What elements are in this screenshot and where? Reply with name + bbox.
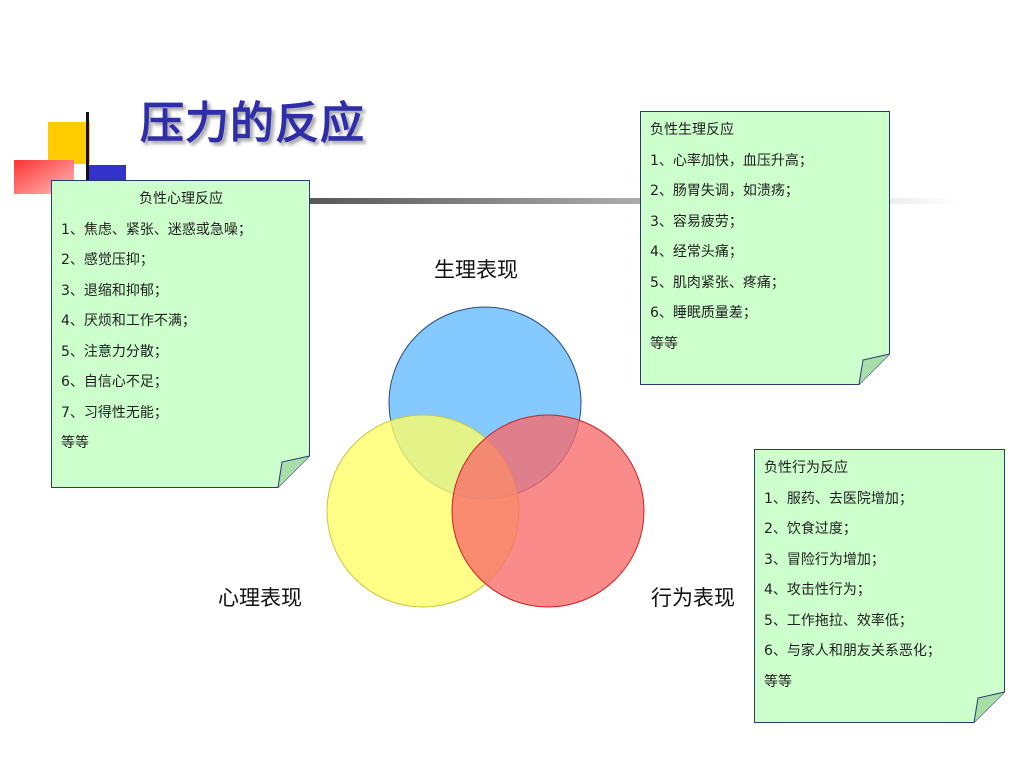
note-item: 4、攻击性行为； <box>764 582 871 598</box>
note-physiological: 负性生理反应 1、心率加快，血压升高； 2、肠胃失调，如溃疡； 3、容易疲劳； … <box>640 111 891 385</box>
note-item: 5、工作拖拉、效率低； <box>764 612 913 629</box>
yellow-square <box>48 122 90 164</box>
note-behavioral: 负性行为反应 1、服药、去医院增加； 2、饮食过度； 3、冒险行为增加； 4、攻… <box>754 449 1006 723</box>
note-item: 2、肠胃失调，如溃疡； <box>650 183 799 199</box>
page-title: 压力的反应 <box>140 98 365 149</box>
note-item: 6、与家人和朋友关系恶化； <box>764 643 941 659</box>
note-item: 3、冒险行为增加； <box>764 551 885 568</box>
note-behavioral-background <box>754 449 1005 723</box>
note-item: 4、经常头痛； <box>650 244 743 260</box>
note-item: 5、注意力分散； <box>61 343 168 360</box>
note-item: 4、厌烦和工作不满； <box>61 313 196 329</box>
note-psychological: 负性心理反应 1、焦虑、紧张、迷惑或急噪； 2、感觉压抑； 3、退缩和抑郁； 4… <box>51 180 311 488</box>
note-item: 2、饮食过度； <box>764 521 857 537</box>
note-item: 等等 <box>61 435 89 451</box>
note-item: 1、焦虑、紧张、迷惑或急噪； <box>61 221 252 238</box>
note-heading: 负性生理反应 <box>650 122 734 138</box>
venn-circle-behavioral <box>451 414 645 608</box>
note-item: 1、心率加快，血压升高； <box>650 152 813 169</box>
note-item: 等等 <box>650 335 678 352</box>
vertical-line <box>86 112 89 207</box>
note-item: 等等 <box>764 673 792 690</box>
note-item: 3、退缩和抑郁； <box>61 282 168 299</box>
note-item: 5、肌肉紧张、疼痛； <box>650 274 785 291</box>
note-item: 7、习得性无能； <box>61 404 168 421</box>
note-item: 2、感觉压抑； <box>61 252 154 268</box>
header-divider-bar <box>300 198 960 204</box>
note-physiological-background <box>640 111 890 385</box>
note-psychological-background <box>51 180 310 488</box>
note-heading: 负性行为反应 <box>764 460 848 476</box>
venn-diagram <box>326 306 645 608</box>
note-heading: 负性心理反应 <box>139 191 223 207</box>
label-psychological: 心理表现 <box>218 586 302 610</box>
note-item: 6、自信心不足； <box>61 374 168 390</box>
note-item: 1、服药、去医院增加； <box>764 490 913 507</box>
label-behavioral: 行为表现 <box>651 586 735 610</box>
note-item: 6、睡眠质量差； <box>650 305 757 321</box>
label-physiological: 生理表现 <box>434 258 518 282</box>
note-item: 3、容易疲劳； <box>650 213 743 230</box>
